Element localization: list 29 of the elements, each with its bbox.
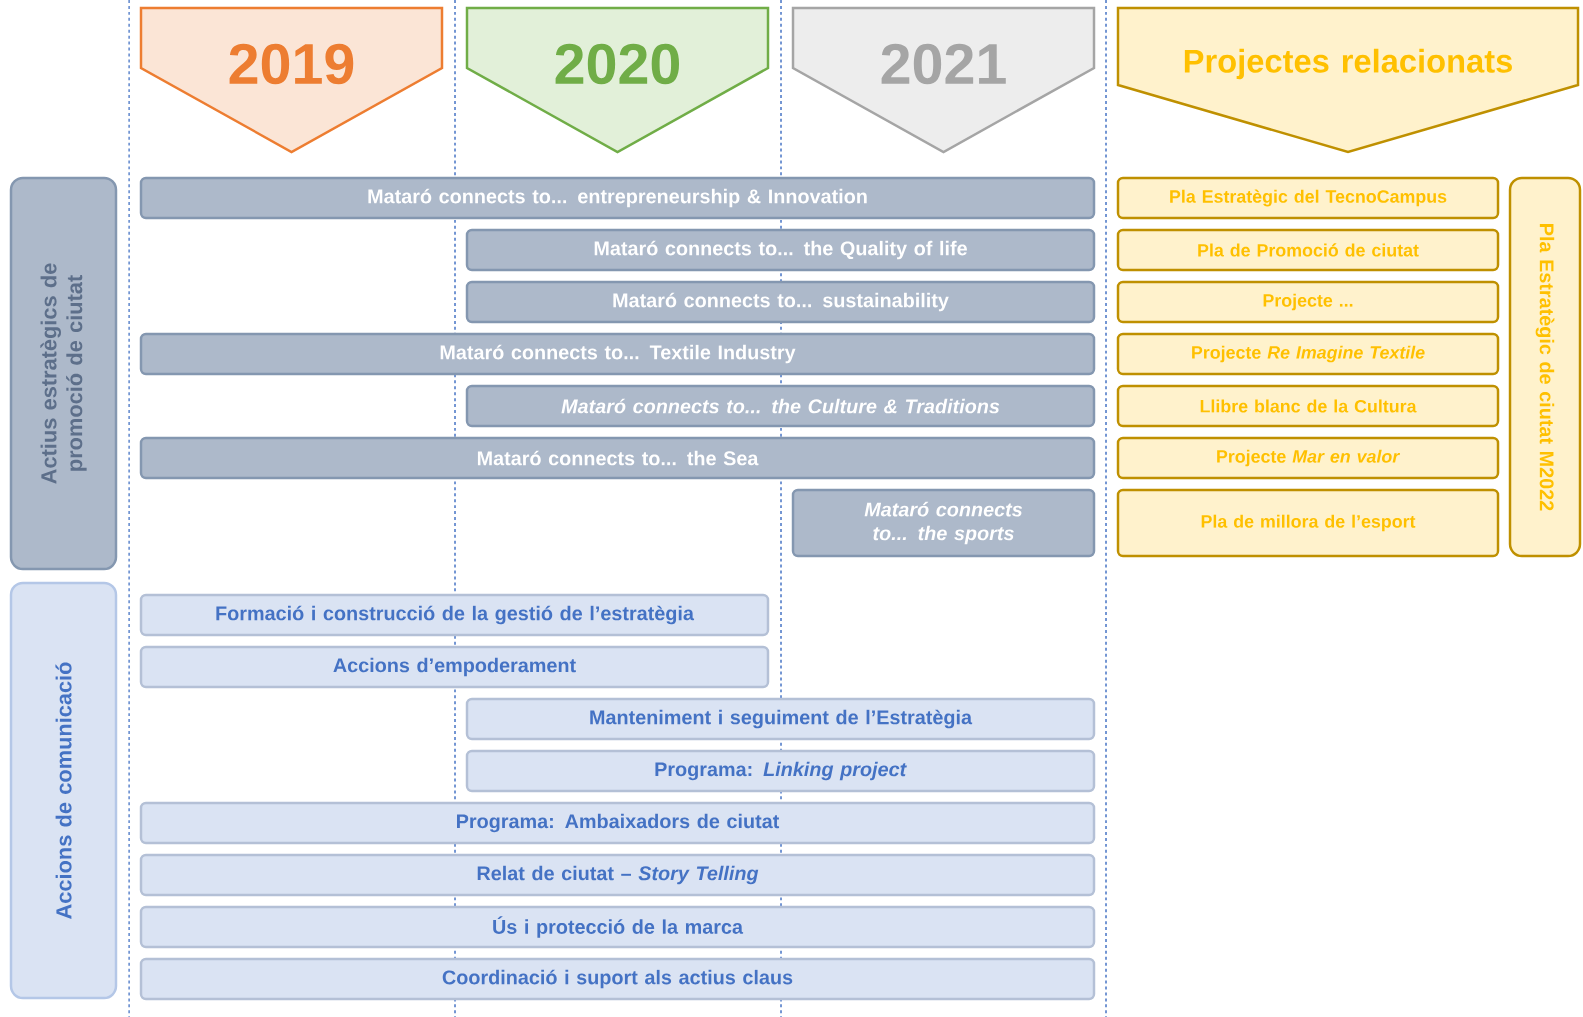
timeline-bar: Projecte Re Imagine Textile (1116, 332, 1500, 376)
column-header: 2021 (791, 6, 1096, 154)
timeline-bar: Programa: Ambaixadors de ciutat (139, 801, 1096, 845)
timeline-bar: Projecte ... (1116, 280, 1500, 324)
timeline-bar: Pla de Promoció de ciutat (1116, 228, 1500, 272)
timeline-bar: Mataró connects to... sustainability (465, 280, 1096, 324)
timeline-bar: Mataró connects to... the Culture & Traditions (465, 384, 1096, 428)
timeline-bar: Coordinació i suport als actius claus (139, 957, 1096, 1001)
column-header: Projectes relacionats (1116, 6, 1580, 154)
timeline-bar: Mataró connects to... the Sea (139, 436, 1096, 480)
column-header: 2019 (139, 6, 444, 154)
timeline-bar: Relat de ciutat – Story Telling (139, 853, 1096, 897)
timeline-bar: Formació i construcció de la gestió de l’estratègia (139, 593, 770, 637)
timeline-bar: Llibre blanc de la Cultura (1116, 384, 1500, 428)
column-header: 2020 (465, 6, 770, 154)
timeline-bar: Mataró connects to... the Quality of life (465, 228, 1096, 272)
timeline-bar: Ús i protecció de la marca (139, 905, 1096, 949)
timeline-bar: Projecte Mar en valor (1116, 436, 1500, 480)
timeline-bar: Accions d’empoderament (139, 645, 770, 689)
timeline-bar: Pla de millora de l’esport (1116, 488, 1500, 558)
timeline-bar: Mataró connects to... the sports (791, 488, 1096, 558)
timeline-bar: Programa: Linking project (465, 749, 1096, 793)
category-band: Pla Estratègic de ciutat M2022 (1508, 176, 1582, 558)
timeline-bar: Mataró connects to... entrepreneurship & Innovation (139, 176, 1096, 220)
category-band: Actius estratègics de promoció de ciutat (9, 176, 118, 571)
category-band: Accions de comunicació (9, 581, 118, 1000)
timeline-bar: Manteniment i seguiment de l’Estratègia (465, 697, 1096, 741)
timeline-bar: Mataró connects to... Textile Industry (139, 332, 1096, 376)
timeline-bar: Pla Estratègic del TecnoCampus (1116, 176, 1500, 220)
